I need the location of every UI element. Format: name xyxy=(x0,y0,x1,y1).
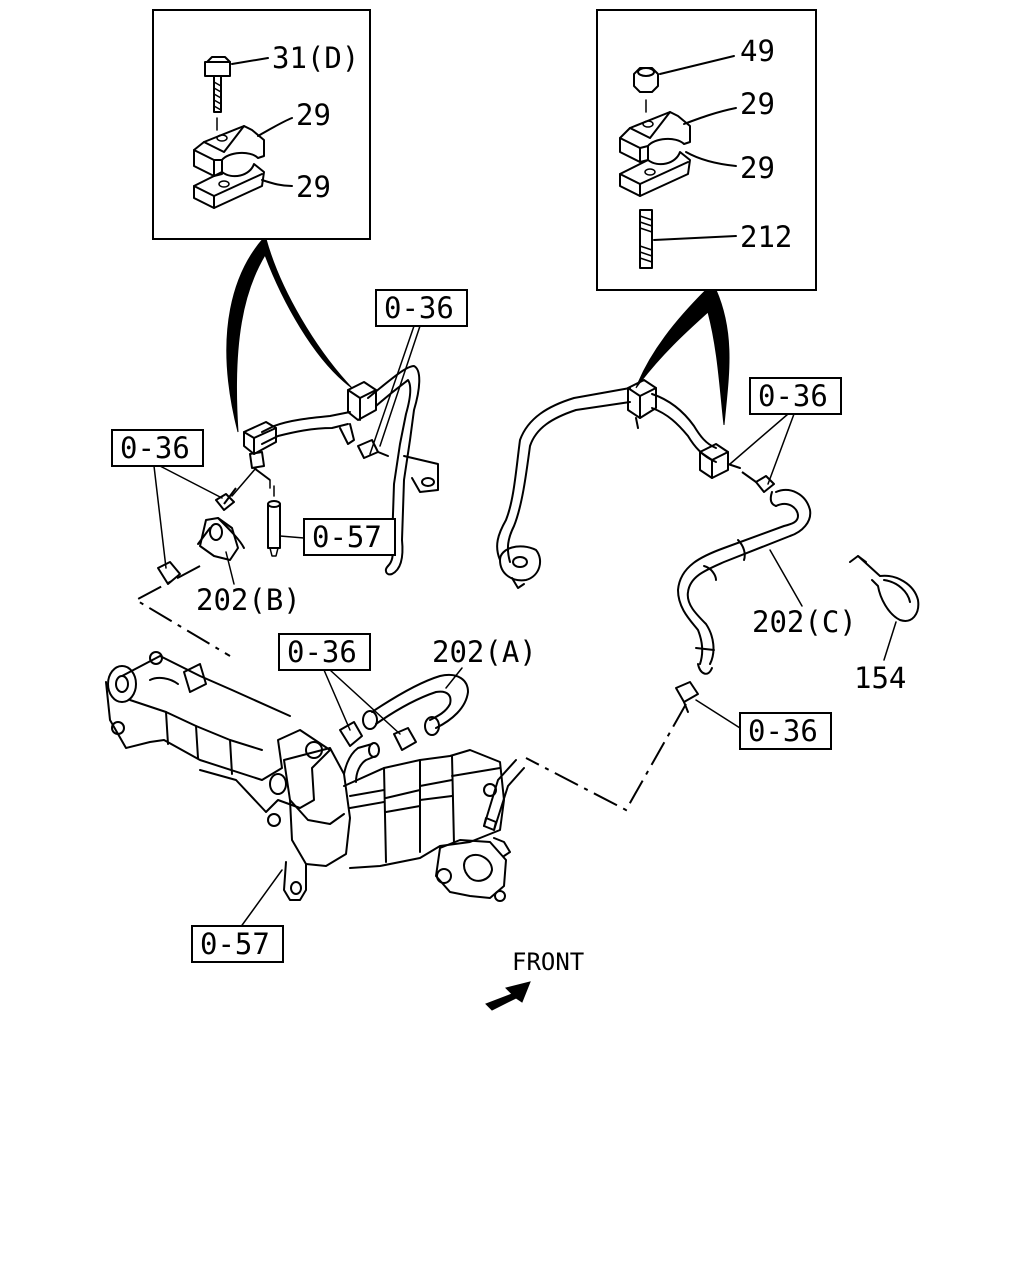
stud-212-icon xyxy=(639,209,653,269)
leader-154 xyxy=(883,621,897,661)
ref-box-left-pin: 0-57 xyxy=(303,518,396,556)
label-29-right-lower: 29 xyxy=(740,151,775,185)
leader-31d xyxy=(231,57,269,65)
ref-box-right-lower-text: 0-36 xyxy=(748,714,818,748)
routing-line-pin xyxy=(253,467,271,481)
label-202c: 202(C) xyxy=(752,605,857,639)
ref-box-left-mid: 0-36 xyxy=(111,429,204,467)
leader-right-036-a xyxy=(729,413,789,465)
leader-left-036-b xyxy=(159,465,223,499)
leader-right-lower-036 xyxy=(695,699,741,729)
clamp-29-lower-icon xyxy=(193,163,265,209)
clamp-fitting-right-stem xyxy=(683,701,689,713)
clamp-fitting-right-icon xyxy=(675,681,699,703)
bolt-31d-icon xyxy=(204,56,231,131)
leader-202b xyxy=(225,551,235,585)
label-29-left-lower: 29 xyxy=(296,170,331,204)
left-water-pipe xyxy=(243,365,439,576)
inset-right-pointer xyxy=(635,289,730,426)
clamp-29-right-upper-icon xyxy=(619,111,691,163)
leader-29-right-lower xyxy=(685,151,737,167)
clamp-fitting-center-b-icon xyxy=(393,727,417,751)
routing-line-left-short xyxy=(223,487,237,505)
leader-202c xyxy=(769,549,803,607)
label-202a: 202(A) xyxy=(432,635,537,669)
inset-right-clamp-detail: 49 29 29 212 xyxy=(596,9,817,291)
ref-box-bottom-left-text: 0-57 xyxy=(200,927,270,961)
ref-box-left-mid-text: 0-36 xyxy=(120,431,190,465)
leader-right-036-b xyxy=(767,413,795,485)
hose-202a-icon xyxy=(362,674,469,736)
leader-pin-057 xyxy=(279,535,305,539)
leader-top-036-b xyxy=(379,325,421,447)
label-202b: 202(B) xyxy=(196,583,301,617)
ref-box-center-hose-text: 0-36 xyxy=(287,635,357,669)
leader-29-upper xyxy=(257,117,293,137)
leader-49 xyxy=(659,55,735,75)
hose-202b-icon xyxy=(197,517,245,561)
ref-box-right-clamp-text: 0-36 xyxy=(758,379,828,413)
inset-right-frame xyxy=(596,9,817,291)
clamp-29-upper-icon xyxy=(193,125,265,177)
label-212: 212 xyxy=(740,220,792,254)
ref-box-right-clamp: 0-36 xyxy=(749,377,842,415)
front-label: FRONT xyxy=(512,948,584,976)
label-154: 154 xyxy=(854,661,906,695)
routing-line-left xyxy=(133,565,231,657)
right-water-pipe xyxy=(496,379,775,589)
clamp-fitting-center-a-icon xyxy=(339,721,363,747)
front-arrow-icon xyxy=(485,981,531,1011)
egr-cooler-icon xyxy=(105,651,525,902)
inset-left-clamp-detail: 31(D) 29 29 xyxy=(152,9,371,240)
leader-212 xyxy=(653,235,737,241)
inset-left-pointer xyxy=(226,238,353,433)
hose-202c-icon xyxy=(677,489,812,675)
leader-fitting xyxy=(231,467,257,497)
leader-bottom-057 xyxy=(239,869,283,929)
leader-29-right-upper xyxy=(683,107,737,125)
leader-202a xyxy=(445,667,463,689)
inset-left-frame xyxy=(152,9,371,240)
label-49: 49 xyxy=(740,34,775,68)
ref-box-top-center: 0-36 xyxy=(375,289,468,327)
ref-box-bottom-left: 0-57 xyxy=(191,925,284,963)
label-29-right-upper: 29 xyxy=(740,87,775,121)
ref-box-left-pin-text: 0-57 xyxy=(312,520,382,554)
tie-strap-154-icon xyxy=(849,555,920,622)
leader-29-lower xyxy=(261,179,293,187)
leader-center-036-b xyxy=(329,669,401,735)
ref-box-right-lower: 0-36 xyxy=(739,712,832,750)
label-29-left-upper: 29 xyxy=(296,98,331,132)
ref-box-top-center-text: 0-36 xyxy=(384,291,454,325)
ref-box-center-hose: 0-36 xyxy=(278,633,371,671)
leader-top-036-a xyxy=(369,325,415,455)
clamp-fitting-lower-icon xyxy=(157,561,181,585)
clamp-fitting-upper-icon xyxy=(215,493,235,511)
routing-line-right xyxy=(525,703,687,812)
label-31d: 31(D) xyxy=(272,41,359,75)
nut-49-icon xyxy=(633,67,659,113)
pin-icon xyxy=(267,479,281,557)
leader-left-036-a xyxy=(153,465,167,569)
routing-line-right-short xyxy=(741,471,757,483)
clamp-29-right-lower-icon xyxy=(619,151,691,197)
leader-center-036-a xyxy=(323,669,351,731)
